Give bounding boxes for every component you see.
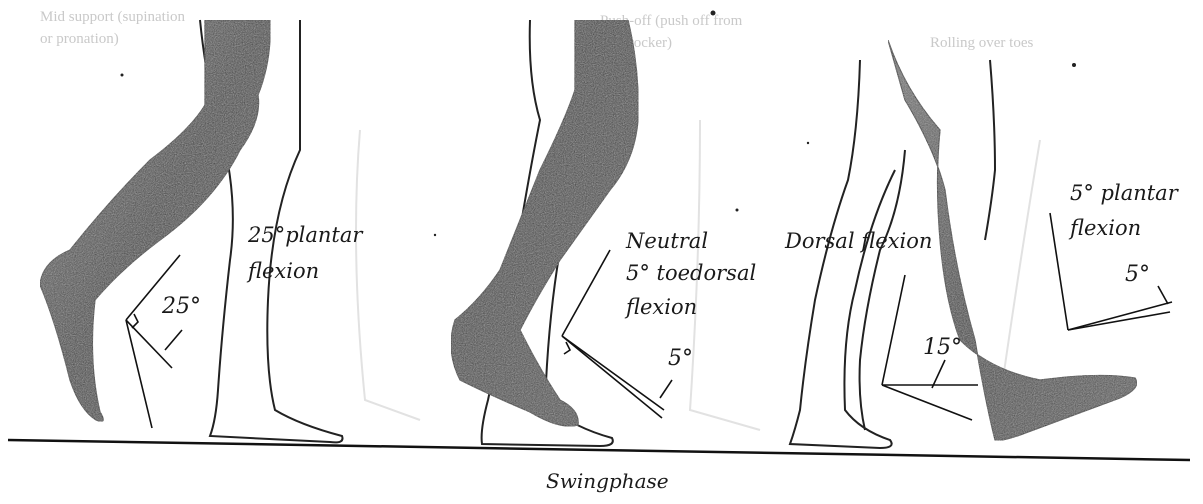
stage1-label-line1: 25°plantar <box>248 222 362 248</box>
stage4-label-line2: flexion <box>1070 215 1141 241</box>
stage2-angle-label: 5° <box>668 346 693 372</box>
angle-marker-1 <box>126 255 182 428</box>
stage1-angle-label: 25° <box>162 294 201 320</box>
stage4-angle-label: 5° <box>1125 262 1150 288</box>
ground-line <box>8 440 1190 460</box>
swing-leg-top-4 <box>985 60 995 240</box>
phase-caption: Swingphase <box>546 468 669 494</box>
stage3-label-line1: Dorsal flexion <box>785 228 932 254</box>
stage4-label-line1: 5° plantar <box>1070 180 1178 206</box>
stage3-angle-label: 15° <box>923 335 962 361</box>
stage2-label-line3: flexion <box>626 294 697 320</box>
stage1-label-line2: flexion <box>248 258 319 284</box>
stage2-label-line1: Neutral <box>626 228 708 254</box>
swing-leg-outline-3 <box>860 150 905 430</box>
swing-leg-shaded-1 <box>40 20 270 421</box>
stage2-label-line2: 5° toedorsal <box>626 260 756 286</box>
swing-leg-shaded-2 <box>451 20 638 426</box>
